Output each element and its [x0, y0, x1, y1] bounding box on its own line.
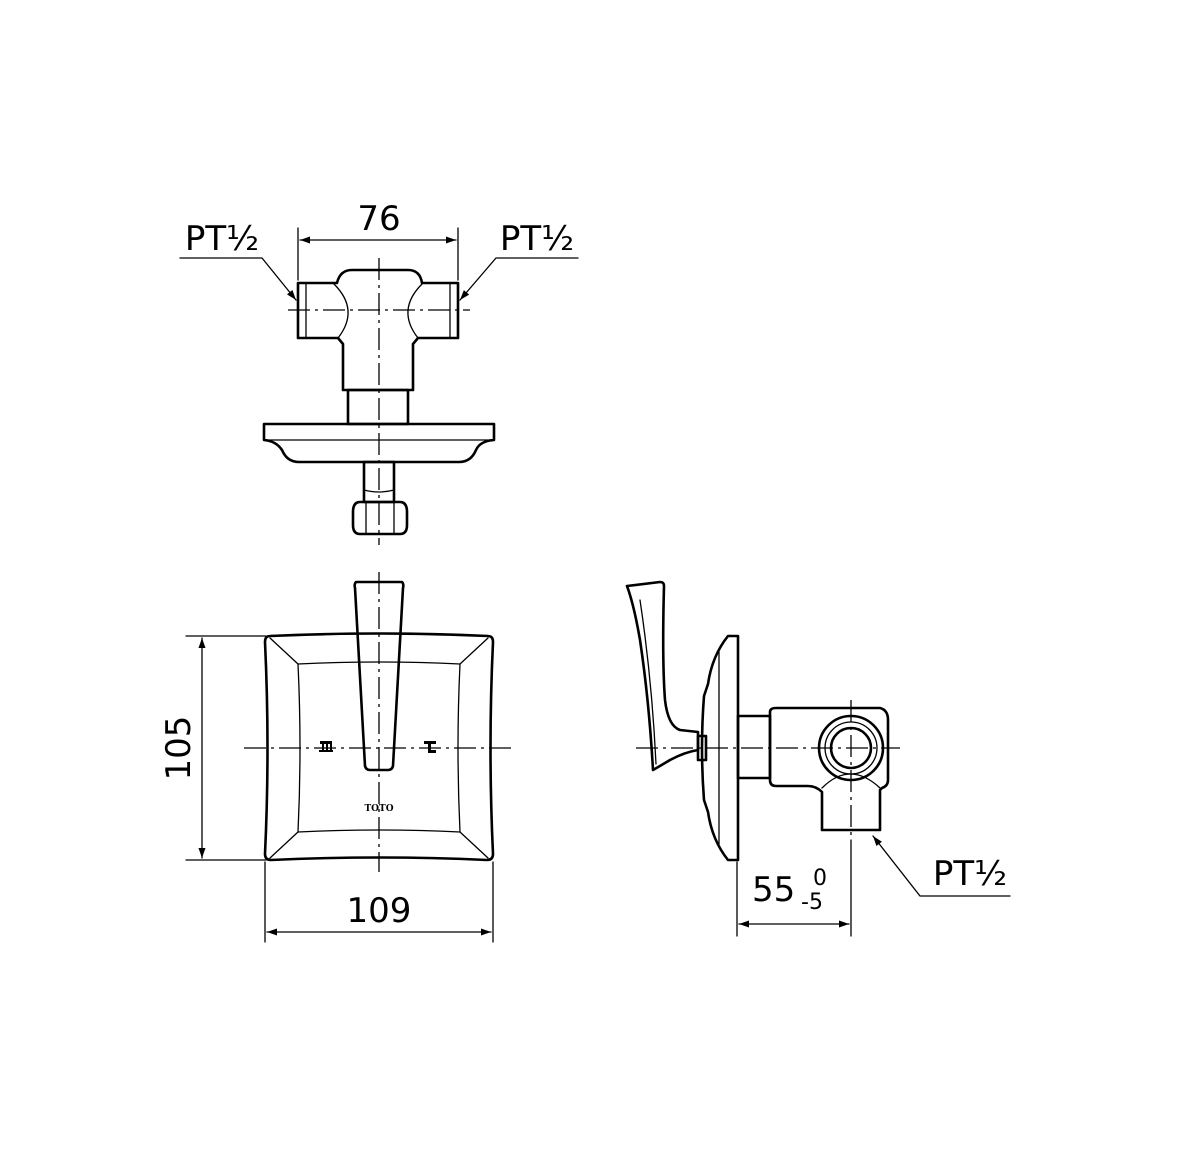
bevel-corner-tl: [269, 637, 299, 665]
valve-body-outline: [296, 268, 460, 392]
lever-handle: [353, 580, 405, 772]
dim-55-tol-lower: -5: [801, 890, 823, 915]
side-lever: [625, 580, 700, 772]
dim-105-label: 105: [159, 716, 199, 781]
leader-top-right: [459, 257, 579, 301]
dim-55-tol-upper: 0: [813, 866, 827, 891]
side-valve-body: [768, 706, 890, 832]
body-curve-left: [333, 283, 349, 339]
hot-mark-icon: [319, 741, 333, 752]
dim-76-label: 76: [357, 199, 400, 239]
cover-plate-outer: [263, 632, 495, 862]
bevel-corner-tr: [459, 637, 489, 665]
front-view: TOTO 105 109: [159, 572, 514, 943]
body-curve-right: [407, 283, 423, 339]
side-lever-edge: [639, 599, 657, 765]
spindle-chamfer: [363, 489, 395, 493]
leader-side: [872, 835, 1011, 897]
wall-flange: [262, 422, 496, 464]
bevel-corner-bl: [269, 831, 299, 859]
thread-side-label: PT½: [933, 854, 1007, 894]
leader-top-left: [179, 257, 297, 301]
side-view: 55 0 -5 PT½: [625, 580, 1011, 937]
dim-109-label: 109: [347, 891, 412, 931]
cold-mark-icon: [424, 741, 436, 753]
bevel-corner-br: [459, 831, 489, 859]
spindle-nut: [351, 500, 409, 536]
side-spindle: [736, 714, 772, 780]
dim-55-label: 55: [752, 870, 795, 910]
body-neck: [346, 388, 410, 426]
side-flange: [700, 634, 740, 862]
thread-top-right-label: PT½: [500, 219, 574, 259]
top-view: 76 PT½ PT½: [179, 199, 579, 545]
thread-top-left-label: PT½: [185, 219, 259, 259]
